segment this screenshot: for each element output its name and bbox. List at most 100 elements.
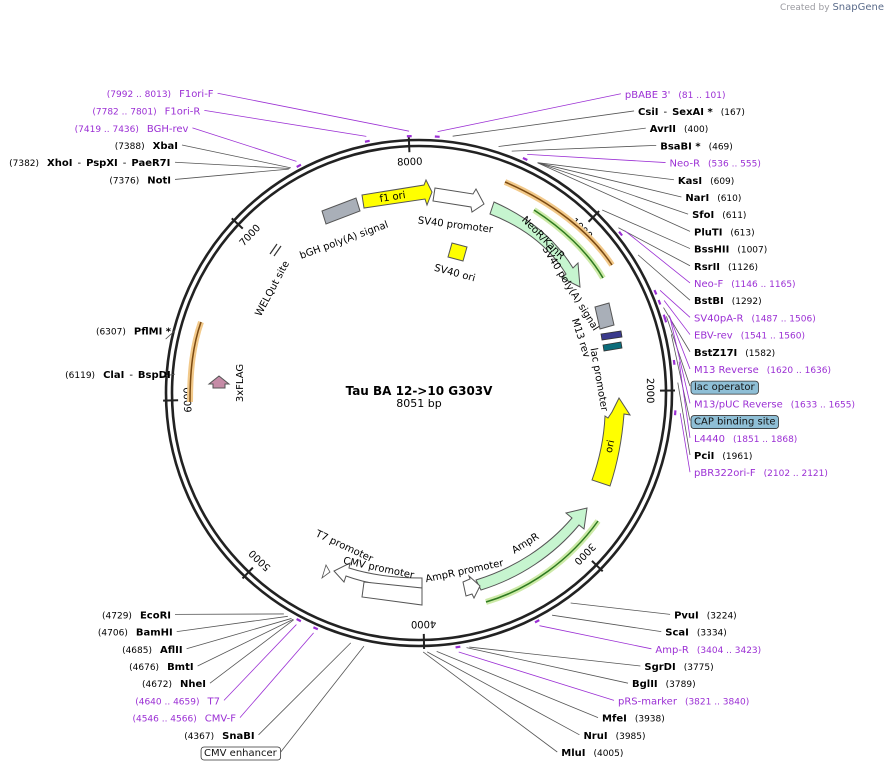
- enzyme-label[interactable]: KasI(609): [678, 176, 734, 187]
- primer-label[interactable]: L4440(1851 .. 1868): [694, 434, 797, 445]
- primer-label[interactable]: (7992 .. 8013)F1ori-F: [107, 89, 214, 100]
- primer-arrow-neo-r: [504, 181, 613, 266]
- enzyme-label[interactable]: BstZ17I(1582): [694, 348, 775, 359]
- enzyme-label[interactable]: (4729)EcoRI: [102, 610, 171, 621]
- enzyme-name: BstBI: [694, 296, 724, 307]
- enzyme-label[interactable]: MluI(4005): [561, 748, 623, 759]
- enzyme-label[interactable]: NarI(610): [685, 193, 741, 204]
- tick-1000: [587, 210, 600, 223]
- enzyme-name: BglII: [632, 679, 658, 690]
- primer-label[interactable]: (4546 .. 4566) CMV-F: [132, 714, 236, 725]
- primer-range: (4546 .. 4566): [132, 715, 196, 725]
- leader-line: [669, 318, 691, 404]
- enzyme-position: (4706): [98, 629, 128, 639]
- enzyme-label[interactable]: MfeI(3938): [602, 714, 665, 725]
- primer-range: (1620 .. 1636): [767, 366, 831, 376]
- primer-label[interactable]: pBR322ori-F(2102 .. 2121): [694, 468, 828, 479]
- leader-line: [659, 289, 691, 318]
- enzyme-label[interactable]: RsrII(1126): [694, 262, 758, 273]
- enzyme-name: NotI: [147, 175, 171, 186]
- enzyme-position: (3224): [707, 611, 737, 621]
- primer-label[interactable]: M13/pUC Reverse(1633 .. 1655): [694, 399, 855, 410]
- boxed-feature-label[interactable]: CAP binding site: [694, 417, 776, 428]
- enzyme-label[interactable]: (4676)BmtI: [129, 662, 193, 673]
- enzyme-label[interactable]: BssHII(1007): [694, 245, 767, 256]
- enzyme-label[interactable]: PluTI (613): [694, 227, 755, 238]
- enzyme-label[interactable]: SgrDI(3775): [644, 662, 713, 673]
- primer-range: (1146 .. 1165): [731, 280, 795, 290]
- enzyme-label[interactable]: (7388)XbaI: [115, 141, 178, 152]
- enzyme-name: AvrII: [650, 124, 676, 135]
- enzyme-label[interactable]: PvuI(3224): [674, 610, 737, 621]
- leader-line: [539, 625, 652, 650]
- brand-name: SnapGene: [832, 2, 884, 13]
- primer-name: CMV-F: [205, 714, 236, 725]
- enzyme-label[interactable]: BglII(3789): [632, 679, 696, 690]
- primer-label[interactable]: pBABE 3'(81 .. 101): [625, 90, 726, 101]
- enzyme-position: (400): [684, 125, 708, 135]
- backbone-outer: [164, 138, 674, 648]
- primer-label[interactable]: Neo-F(1146 .. 1165): [694, 279, 796, 290]
- feature-3xflag[interactable]: 3xFLAG: [207, 364, 246, 402]
- primer-name: EBV-rev: [694, 331, 733, 342]
- site-marks: [296, 135, 677, 649]
- enzyme-position: (613): [730, 228, 754, 238]
- boxed-feature-label[interactable]: lac operator: [694, 382, 755, 393]
- leader-line: [160, 373, 176, 378]
- enzyme-name: XhoI: [47, 158, 72, 169]
- enzyme-separator: -: [123, 158, 127, 169]
- enzyme-label[interactable]: (4706)BamHI: [98, 628, 173, 639]
- enzyme-separator: -: [664, 107, 668, 118]
- primer-label[interactable]: EBV-rev(1541 .. 1560): [694, 331, 805, 342]
- feature-sv40-ori[interactable]: SV40 ori: [433, 242, 477, 285]
- enzyme-position: (4672): [142, 680, 172, 690]
- primer-label[interactable]: (7782 .. 7801)F1ori-R: [92, 106, 200, 117]
- primer-name: pBABE 3': [625, 90, 671, 101]
- enzyme-label[interactable]: (4685)AflII: [122, 645, 183, 656]
- primer-label[interactable]: (7419 .. 7436)BGH-rev: [75, 124, 189, 135]
- enzyme-label[interactable]: NruI(3985): [583, 731, 645, 742]
- enzyme-position: (3775): [684, 663, 714, 673]
- feature-ori[interactable]: ori: [591, 396, 632, 487]
- primer-range: (536 .. 555): [708, 160, 761, 170]
- primer-label[interactable]: Amp-R(3404 .. 3423): [655, 645, 761, 656]
- enzyme-name: PluTI: [694, 227, 722, 238]
- enzyme-label[interactable]: (7382)XhoI-PspXI-PaeR7I(7382)(7382): [9, 158, 172, 169]
- primer-label[interactable]: pRS-marker(3821 .. 3840): [618, 696, 749, 707]
- feature-label-lac-promoter: lac promoter: [587, 347, 609, 413]
- leader-line: [458, 651, 615, 701]
- primer-label[interactable]: (4640 .. 4659)T7: [135, 696, 220, 707]
- enzyme-label[interactable]: AvrII (400): [650, 124, 708, 135]
- enzyme-label[interactable]: SfoI(611): [692, 210, 746, 221]
- enzyme-label[interactable]: BsaBI *(469): [660, 141, 733, 152]
- feature-cmv-promoter[interactable]: CMV promoter: [333, 556, 423, 606]
- enzyme-name: BspDI: [138, 370, 171, 381]
- boxed-feature-label[interactable]: CMV enhancer: [204, 748, 278, 759]
- feature-label-sv40-ori: SV40 ori: [433, 263, 477, 285]
- primer-label[interactable]: SV40pA-R(1487 .. 1506): [694, 313, 816, 324]
- primer-label[interactable]: Neo-R(536 .. 555): [670, 159, 761, 170]
- enzyme-label[interactable]: (7376)NotI: [109, 175, 171, 186]
- feature-bgh-polya[interactable]: bGH poly(A) signal: [298, 197, 390, 262]
- enzyme-name: SexAI *: [672, 107, 713, 118]
- feature-f1-ori[interactable]: f1 ori: [361, 178, 433, 209]
- enzyme-label[interactable]: (6307)PflMI *: [96, 327, 172, 338]
- enzyme-label[interactable]: (6119)ClaI-BspDI(6119): [65, 370, 172, 381]
- feature-welqut-site[interactable]: WELQut site: [254, 243, 292, 318]
- enzyme-label[interactable]: (4672)NheI: [142, 679, 206, 690]
- enzyme-label[interactable]: BstBI(1292): [694, 296, 762, 307]
- enzyme-label[interactable]: (4367)SnaBI: [184, 731, 254, 742]
- enzyme-label[interactable]: CsiI-SexAI *(167)(167): [638, 107, 746, 118]
- boxed-feature-name: CMV enhancer: [204, 748, 278, 759]
- enzyme-label[interactable]: ScaI(3334): [665, 628, 727, 639]
- leader-line: [624, 230, 691, 284]
- primer-label[interactable]: M13 Reverse (1620 .. 1636): [694, 365, 831, 376]
- leader-line: [668, 315, 691, 370]
- enzyme-label[interactable]: PciI(1961): [694, 451, 752, 462]
- enzyme-separator: -: [129, 370, 133, 381]
- feature-label-3xflag: 3xFLAG: [235, 364, 246, 402]
- boxed-feature-frame: [690, 380, 759, 395]
- primer-name: M13 Reverse: [694, 365, 759, 376]
- leader-line: [176, 615, 288, 632]
